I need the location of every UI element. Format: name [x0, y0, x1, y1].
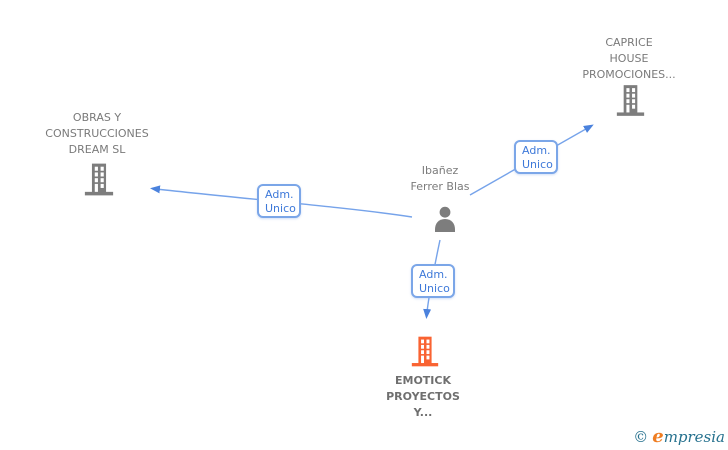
edge-label-line2: Unico — [419, 282, 450, 295]
building-icon[interactable] — [411, 333, 439, 370]
company-label-caprice-line2: HOUSE — [609, 52, 649, 65]
company-label-emotick-line2: PROYECTOS — [386, 390, 460, 403]
edge-label-adm-unico-obras: Adm. Unico — [257, 184, 301, 218]
company-label-caprice[interactable]: CAPRICE HOUSE PROMOCIONES... — [582, 35, 675, 83]
edge-label-line2: Unico — [522, 158, 553, 171]
person-label[interactable]: Ibañez Ferrer Blas — [411, 163, 470, 195]
edge-label-line1: Adm. — [522, 144, 551, 157]
person-label-line1: Ibañez — [421, 164, 459, 177]
company-label-caprice-line3: PROMOCIONES... — [582, 68, 676, 81]
person-icon[interactable] — [431, 205, 459, 233]
company-label-emotick-line1: EMOTICK — [394, 374, 452, 387]
edge-label-line1: Adm. — [419, 268, 448, 281]
company-label-obras-line1: OBRAS Y — [72, 111, 122, 124]
edge-label-adm-unico-emotick: Adm. Unico — [411, 264, 455, 298]
person-label-line2: Ferrer Blas — [410, 180, 470, 193]
edge-label-line1: Adm. — [265, 188, 294, 201]
empresia-logo-text: mpresia — [663, 428, 725, 446]
edge-label-adm-unico-caprice: Adm. Unico — [514, 140, 558, 174]
company-label-emotick-line3: Y... — [413, 406, 433, 419]
empresia-logo[interactable]: ©empresia — [633, 426, 725, 447]
copyright-symbol: © — [633, 428, 649, 446]
building-icon[interactable] — [84, 161, 114, 198]
company-label-caprice-line1: CAPRICE — [605, 36, 653, 49]
company-label-obras-line3: DREAM SL — [68, 143, 126, 156]
company-label-obras[interactable]: OBRAS Y CONSTRUCCIONES DREAM SL — [45, 110, 148, 158]
company-label-emotick[interactable]: EMOTICK PROYECTOS Y... — [386, 373, 460, 421]
edge-label-line2: Unico — [265, 202, 296, 215]
empresia-logo-initial: e — [652, 426, 664, 447]
building-icon[interactable] — [616, 83, 645, 118]
company-label-obras-line2: CONSTRUCCIONES — [45, 127, 149, 140]
